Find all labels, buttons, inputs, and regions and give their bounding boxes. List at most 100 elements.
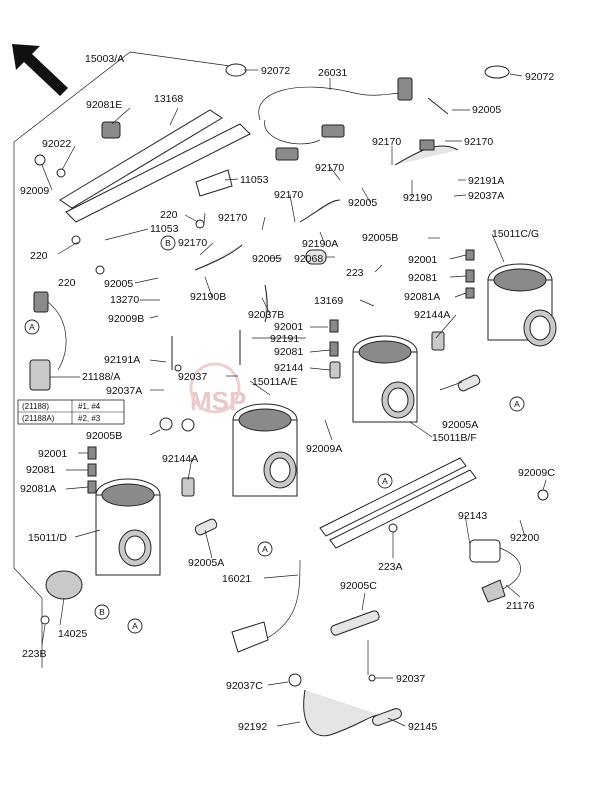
- label-92001-l: 92001: [38, 448, 67, 460]
- label-92144: 92144: [274, 362, 303, 374]
- ref-marker-A-5: A: [127, 618, 143, 634]
- label-92081-top: 92081: [408, 272, 437, 284]
- svg-text:A: A: [382, 476, 388, 486]
- svg-text:B: B: [99, 607, 105, 617]
- label-92037-bot: 92037: [396, 673, 425, 685]
- label-92191A-l: 92191A: [104, 354, 140, 366]
- label-92005-a: 92005: [472, 104, 501, 116]
- front-arrow-icon: [12, 44, 68, 96]
- clamp-92072-right: [484, 65, 510, 79]
- label-220-b: 220: [30, 250, 48, 262]
- label-92037A-top: 92037A: [468, 190, 504, 202]
- label-92001-top: 92001: [408, 254, 437, 266]
- label-92170-c: 92170: [315, 162, 344, 174]
- label-92009C: 92009C: [518, 467, 555, 479]
- label-92037B: 92037B: [248, 309, 284, 321]
- ref-marker-A-1: A: [24, 319, 40, 335]
- label-92170-a: 92170: [372, 136, 401, 148]
- bracket-11053-upper: [195, 169, 233, 197]
- label-21188A: 21188/A: [82, 371, 120, 383]
- label-92200: 92200: [510, 532, 539, 544]
- leader-lines: [41, 69, 547, 727]
- fuel-rail-13168: [59, 109, 251, 223]
- carburetor-15011BF: [352, 335, 418, 423]
- legend-models-2: #2, #3: [78, 414, 101, 423]
- label-92081-l: 92081: [26, 464, 55, 476]
- label-92005B-l: 92005B: [86, 430, 122, 442]
- ref-marker-B-1: B: [160, 235, 176, 251]
- label-92190B: 92190B: [190, 291, 226, 303]
- carburetor-15011CG: [487, 263, 557, 347]
- label-92022: 92022: [42, 138, 71, 150]
- label-11053-a: 11053: [240, 174, 269, 186]
- label-15011D: 15011/D: [28, 532, 67, 544]
- label-13270: 13270: [110, 294, 139, 306]
- label-92068: 92068: [294, 253, 323, 265]
- svg-text:A: A: [262, 544, 268, 554]
- sensor-21188A: [29, 291, 67, 391]
- ref-marker-A-2: A: [509, 396, 525, 412]
- carburetor-15011D: [95, 478, 161, 576]
- legend-models-1: #1, #4: [78, 402, 101, 411]
- choke-cable-21176: [469, 539, 521, 603]
- label-92037-mid: 92037: [178, 371, 207, 383]
- label-92190A: 92190A: [302, 238, 338, 250]
- label-92072-left: 92072: [261, 65, 290, 77]
- label-92005C: 92005C: [340, 580, 377, 592]
- label-16021: 16021: [222, 573, 251, 585]
- label-11053-b: 11053: [150, 223, 179, 235]
- label-92037C: 92037C: [226, 680, 263, 692]
- label-26031: 26031: [318, 67, 347, 79]
- svg-text:A: A: [514, 399, 520, 409]
- label-92081A-top: 92081A: [404, 291, 440, 303]
- label-92191: 92191: [270, 333, 299, 345]
- label-15011CG: 15011C/G: [492, 228, 539, 240]
- label-223: 223: [346, 267, 364, 279]
- cover-14025: [45, 570, 83, 600]
- label-92190: 92190: [403, 192, 432, 204]
- label-92009B: 92009B: [108, 313, 144, 325]
- label-15003A: 15003/A: [85, 53, 124, 65]
- label-92001-mid: 92001: [274, 321, 303, 333]
- legend-code-1: (21188): [22, 402, 49, 411]
- label-220-c: 220: [58, 277, 76, 289]
- label-92145: 92145: [408, 721, 437, 733]
- svg-text:A: A: [132, 621, 138, 631]
- label-92009: 92009: [20, 185, 49, 197]
- label-15011AE: 15011A/E: [252, 376, 297, 388]
- label-13169: 13169: [314, 295, 343, 307]
- svg-text:B: B: [165, 238, 171, 248]
- label-92170-f: 92170: [178, 237, 207, 249]
- label-92005-c: 92005: [104, 278, 133, 290]
- label-92170-d: 92170: [274, 189, 303, 201]
- clamp-92072-left: [225, 63, 247, 77]
- ref-marker-A-3: A: [377, 473, 393, 489]
- label-223B: 223B: [22, 648, 47, 660]
- label-92144A-r: 92144A: [414, 309, 450, 321]
- spring-92145: [372, 708, 402, 726]
- label-92009A: 92009A: [306, 443, 342, 455]
- wire-harness-26031: [258, 77, 413, 161]
- label-92170-b: 92170: [464, 136, 493, 148]
- label-92170-e: 92170: [218, 212, 247, 224]
- label-92081E: 92081E: [86, 99, 122, 111]
- ref-marker-B-2: B: [94, 604, 110, 620]
- label-220-a: 220: [160, 209, 178, 221]
- label-92005B-top: 92005B: [362, 232, 398, 244]
- legend-table: (21188) #1, #4 (21188A) #2, #3: [17, 399, 125, 425]
- label-92144A-l: 92144A: [162, 453, 198, 465]
- label-92037A-l: 92037A: [106, 385, 142, 397]
- label-223A: 223A: [378, 561, 403, 573]
- label-92081-mid: 92081: [274, 346, 303, 358]
- label-14025: 14025: [58, 628, 87, 640]
- frame-top-line: [129, 51, 231, 67]
- label-15011BF: 15011B/F: [432, 432, 477, 444]
- linkage-bar-lower: [319, 457, 477, 549]
- label-92072-right: 92072: [525, 71, 554, 83]
- fittings: [34, 121, 549, 687]
- watermark-ring: [189, 362, 241, 414]
- label-21176: 21176: [506, 600, 535, 612]
- label-13168: 13168: [154, 93, 183, 105]
- label-92005-d: 92005: [252, 253, 281, 265]
